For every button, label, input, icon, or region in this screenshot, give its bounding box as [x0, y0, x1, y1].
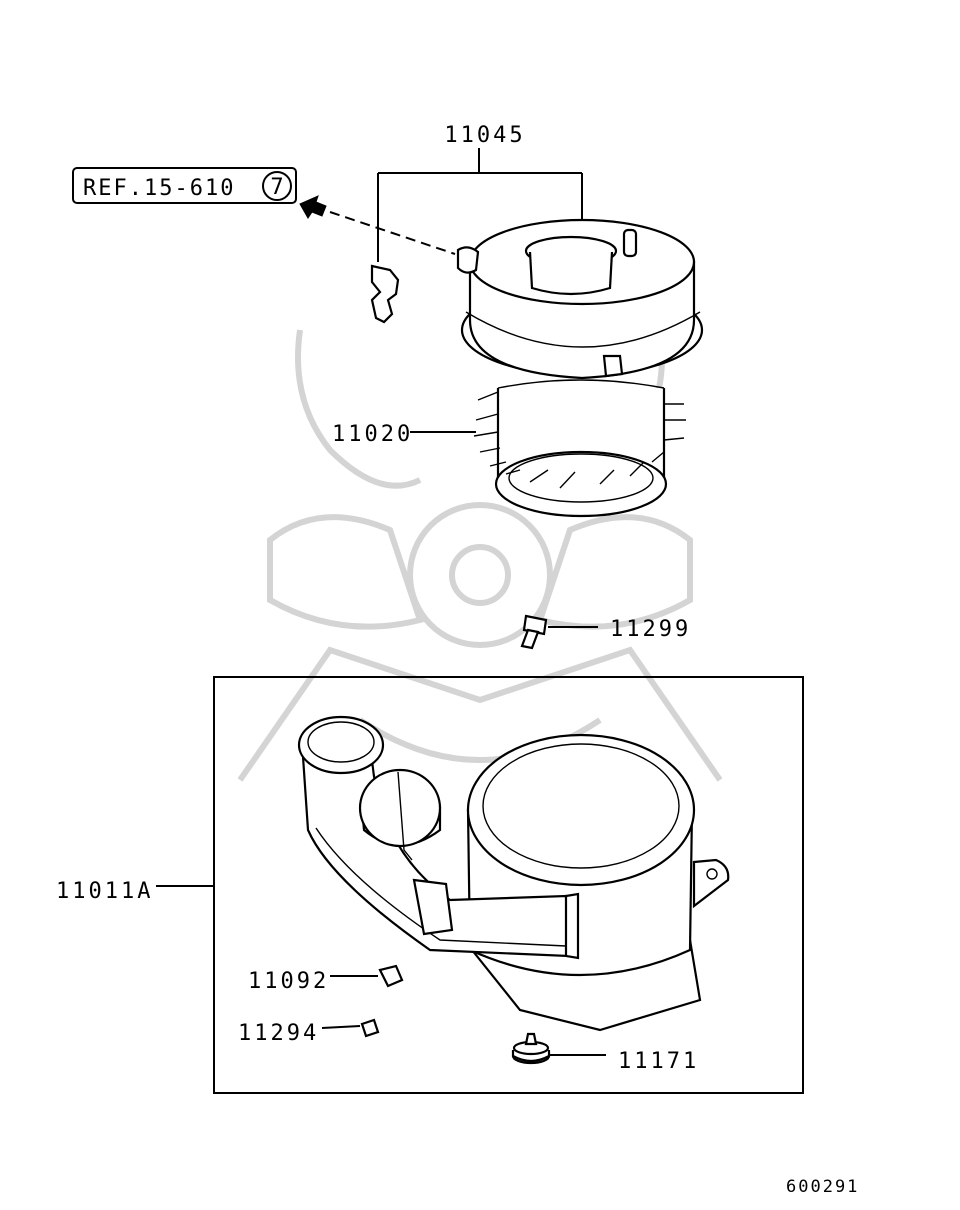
leader-11294 — [321, 1025, 361, 1029]
leader-11045 — [377, 148, 583, 262]
part-label-11171: 11171 — [618, 1049, 699, 1074]
reference-box — [72, 167, 297, 204]
clip-part — [370, 264, 400, 324]
reference-arrow — [299, 195, 456, 255]
part-label-11011A: 11011A — [56, 879, 153, 904]
air-cleaner-housing — [297, 715, 730, 1032]
mount-part — [511, 1032, 551, 1065]
air-cleaner-element — [473, 379, 686, 518]
part-label-11092: 11092 — [248, 969, 329, 994]
part-label-11294: 11294 — [238, 1021, 319, 1046]
grommet-part — [360, 1018, 380, 1038]
part-label-11020: 11020 — [332, 422, 413, 447]
reference-circle — [262, 171, 292, 201]
reference-circled-number: 7 — [270, 175, 283, 200]
reference-text: REF.15-610 — [83, 176, 235, 201]
part-label-11299: 11299 — [610, 617, 691, 642]
diagram-code: 600291 — [786, 1177, 859, 1197]
air-cleaner-cover — [456, 218, 704, 380]
reference-tag[interactable]: REF.15-610 7 — [72, 167, 297, 204]
nut-part — [378, 964, 404, 988]
part-label-11045: 11045 — [444, 123, 525, 148]
bolt-part — [520, 614, 548, 650]
